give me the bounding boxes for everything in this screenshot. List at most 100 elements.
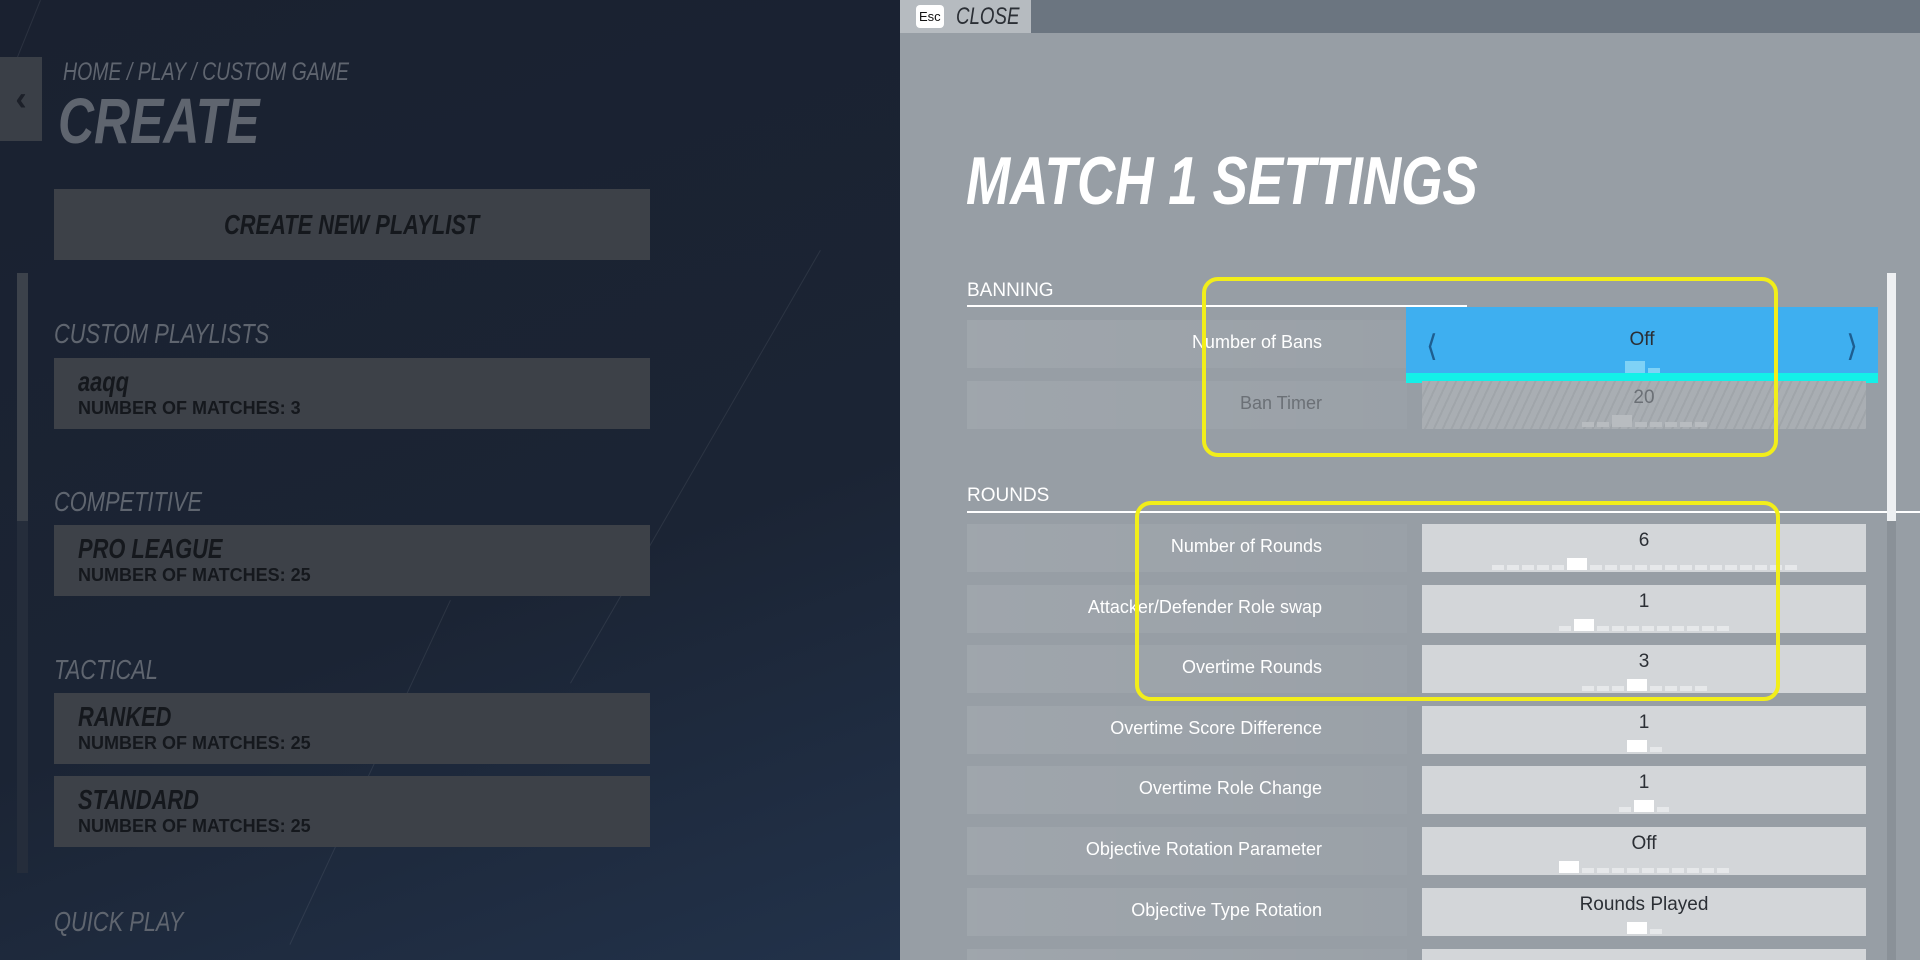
value-selector[interactable]: 3 xyxy=(1422,645,1866,694)
value-step-indicator xyxy=(1536,565,1549,570)
value-selector[interactable]: 6 xyxy=(1422,524,1866,572)
chevron-right-icon[interactable]: ⟩ xyxy=(1846,330,1858,363)
setting-label: Objective Rotation Parameter xyxy=(1085,839,1322,859)
value-step-indicator xyxy=(1687,868,1699,873)
setting-label: Objective Type Rotation xyxy=(1131,899,1322,920)
row-background xyxy=(967,381,1407,429)
value-step-indicator xyxy=(1642,625,1654,631)
scrollbar-thumb[interactable] xyxy=(1887,273,1896,521)
row-background xyxy=(967,949,1407,960)
value-step-indicator xyxy=(1702,868,1714,873)
chevron-left-icon[interactable]: ⟨ xyxy=(1426,330,1438,363)
setting-value: Off xyxy=(1629,329,1655,350)
setting-value: 3 xyxy=(1638,651,1650,673)
value-step-indicator xyxy=(1551,565,1564,570)
background-streak xyxy=(289,600,451,945)
background-streak xyxy=(570,250,821,684)
value-step-indicator xyxy=(1627,625,1639,631)
value-step-indicator xyxy=(1626,921,1647,934)
setting-label: Overtime Rounds xyxy=(1181,657,1322,678)
value-step-indicator xyxy=(1612,625,1624,631)
create-new-playlist-button[interactable]: CREATE NEW PLAYLIST xyxy=(54,189,650,260)
row-background xyxy=(967,766,1407,815)
value-selector[interactable] xyxy=(1422,949,1866,960)
playlist-name: PRO LEAGUE xyxy=(78,533,223,564)
value-step-indicator xyxy=(1634,565,1647,570)
value-step-indicator xyxy=(1672,868,1684,873)
esc-key-icon: Esc xyxy=(916,5,944,28)
value-step-indicator xyxy=(1739,565,1752,570)
playlist-matches: NUMBER OF MATCHES: 25 xyxy=(78,816,311,836)
value-step-indicator xyxy=(1649,746,1662,752)
value-step-indicator xyxy=(1784,565,1797,570)
panel-scrollbar[interactable] xyxy=(1887,273,1896,960)
value-selector[interactable]: ⟨ ⟩ Off xyxy=(1406,307,1878,383)
value-steps xyxy=(1422,800,1866,813)
back-button[interactable]: ‹ xyxy=(0,57,42,141)
settings-row[interactable]: Number of Rounds 6 xyxy=(967,524,1866,572)
setting-value: 1 xyxy=(1638,772,1650,794)
value-step-indicator xyxy=(1634,800,1654,813)
sidebar-scrollbar[interactable] xyxy=(17,273,28,873)
setting-label: Ban Timer xyxy=(1239,393,1322,413)
value-steps xyxy=(1422,558,1866,570)
playlist-name: STANDARD xyxy=(78,784,199,815)
value-step-indicator xyxy=(1657,625,1669,631)
value-selector[interactable]: Off xyxy=(1422,827,1866,875)
value-step-indicator xyxy=(1724,565,1737,570)
value-step-indicator xyxy=(1672,625,1684,631)
value-step-indicator xyxy=(1649,686,1662,692)
setting-label: Attacker/Defender Role swap xyxy=(1087,596,1322,617)
value-step-indicator xyxy=(1611,686,1624,692)
settings-row[interactable]: Overtime Score Difference 1 xyxy=(967,705,1866,754)
value-step-indicator xyxy=(1649,422,1662,427)
section-divider xyxy=(967,511,1920,513)
value-step-indicator xyxy=(1506,565,1519,570)
value-step-indicator xyxy=(1626,739,1647,752)
value-step-indicator xyxy=(1559,625,1571,631)
row-background xyxy=(967,524,1407,572)
value-step-indicator xyxy=(1754,565,1767,570)
section-header-rounds: ROUNDS xyxy=(967,485,1050,506)
value-step-indicator xyxy=(1581,686,1594,692)
value-selector[interactable]: 1 xyxy=(1422,705,1866,754)
settings-row[interactable]: Number of Bans⟨⟩Off xyxy=(967,307,1878,383)
value-selector[interactable]: Rounds Played xyxy=(1422,887,1866,936)
value-step-indicator xyxy=(1597,625,1609,631)
value-step-indicator xyxy=(1574,618,1594,631)
row-background xyxy=(967,827,1407,875)
settings-row[interactable]: Attacker/Defender Role swap 1 xyxy=(967,584,1866,633)
page-title: CREATE xyxy=(58,85,260,157)
settings-row[interactable] xyxy=(967,949,1866,960)
value-step-indicator xyxy=(1597,868,1609,873)
setting-label: Number of Rounds xyxy=(1170,536,1322,556)
section-title: CUSTOM PLAYLISTS xyxy=(54,318,270,349)
value-step-indicator xyxy=(1694,565,1707,570)
value-selector[interactable]: 1 xyxy=(1422,766,1866,815)
settings-row[interactable]: Overtime Rounds 3 xyxy=(967,645,1866,694)
chevron-left-icon: ‹ xyxy=(15,79,27,118)
value-step-indicator xyxy=(1657,868,1669,873)
value-step-indicator xyxy=(1664,422,1677,427)
close-button[interactable]: Esc CLOSE xyxy=(900,0,1031,33)
settings-row[interactable]: Objective Type Rotation Rounds Played xyxy=(967,887,1866,936)
value-step-indicator xyxy=(1624,361,1645,373)
value-step-indicator xyxy=(1717,868,1729,873)
value-step-indicator xyxy=(1604,565,1617,570)
value-selector[interactable]: 20 xyxy=(1422,381,1866,429)
settings-row[interactable]: Objective Rotation Parameter Off xyxy=(967,827,1866,875)
value-step-indicator xyxy=(1582,868,1594,873)
value-step-indicator xyxy=(1664,686,1677,692)
value-step-indicator xyxy=(1649,565,1662,570)
value-step-indicator xyxy=(1647,368,1660,373)
row-background xyxy=(967,705,1407,754)
value-selector[interactable]: 1 xyxy=(1422,584,1866,633)
setting-label: Overtime Score Difference xyxy=(1110,717,1322,738)
scrollbar-thumb[interactable] xyxy=(17,273,28,521)
settings-row[interactable]: Ban Timer 20 xyxy=(967,381,1866,429)
